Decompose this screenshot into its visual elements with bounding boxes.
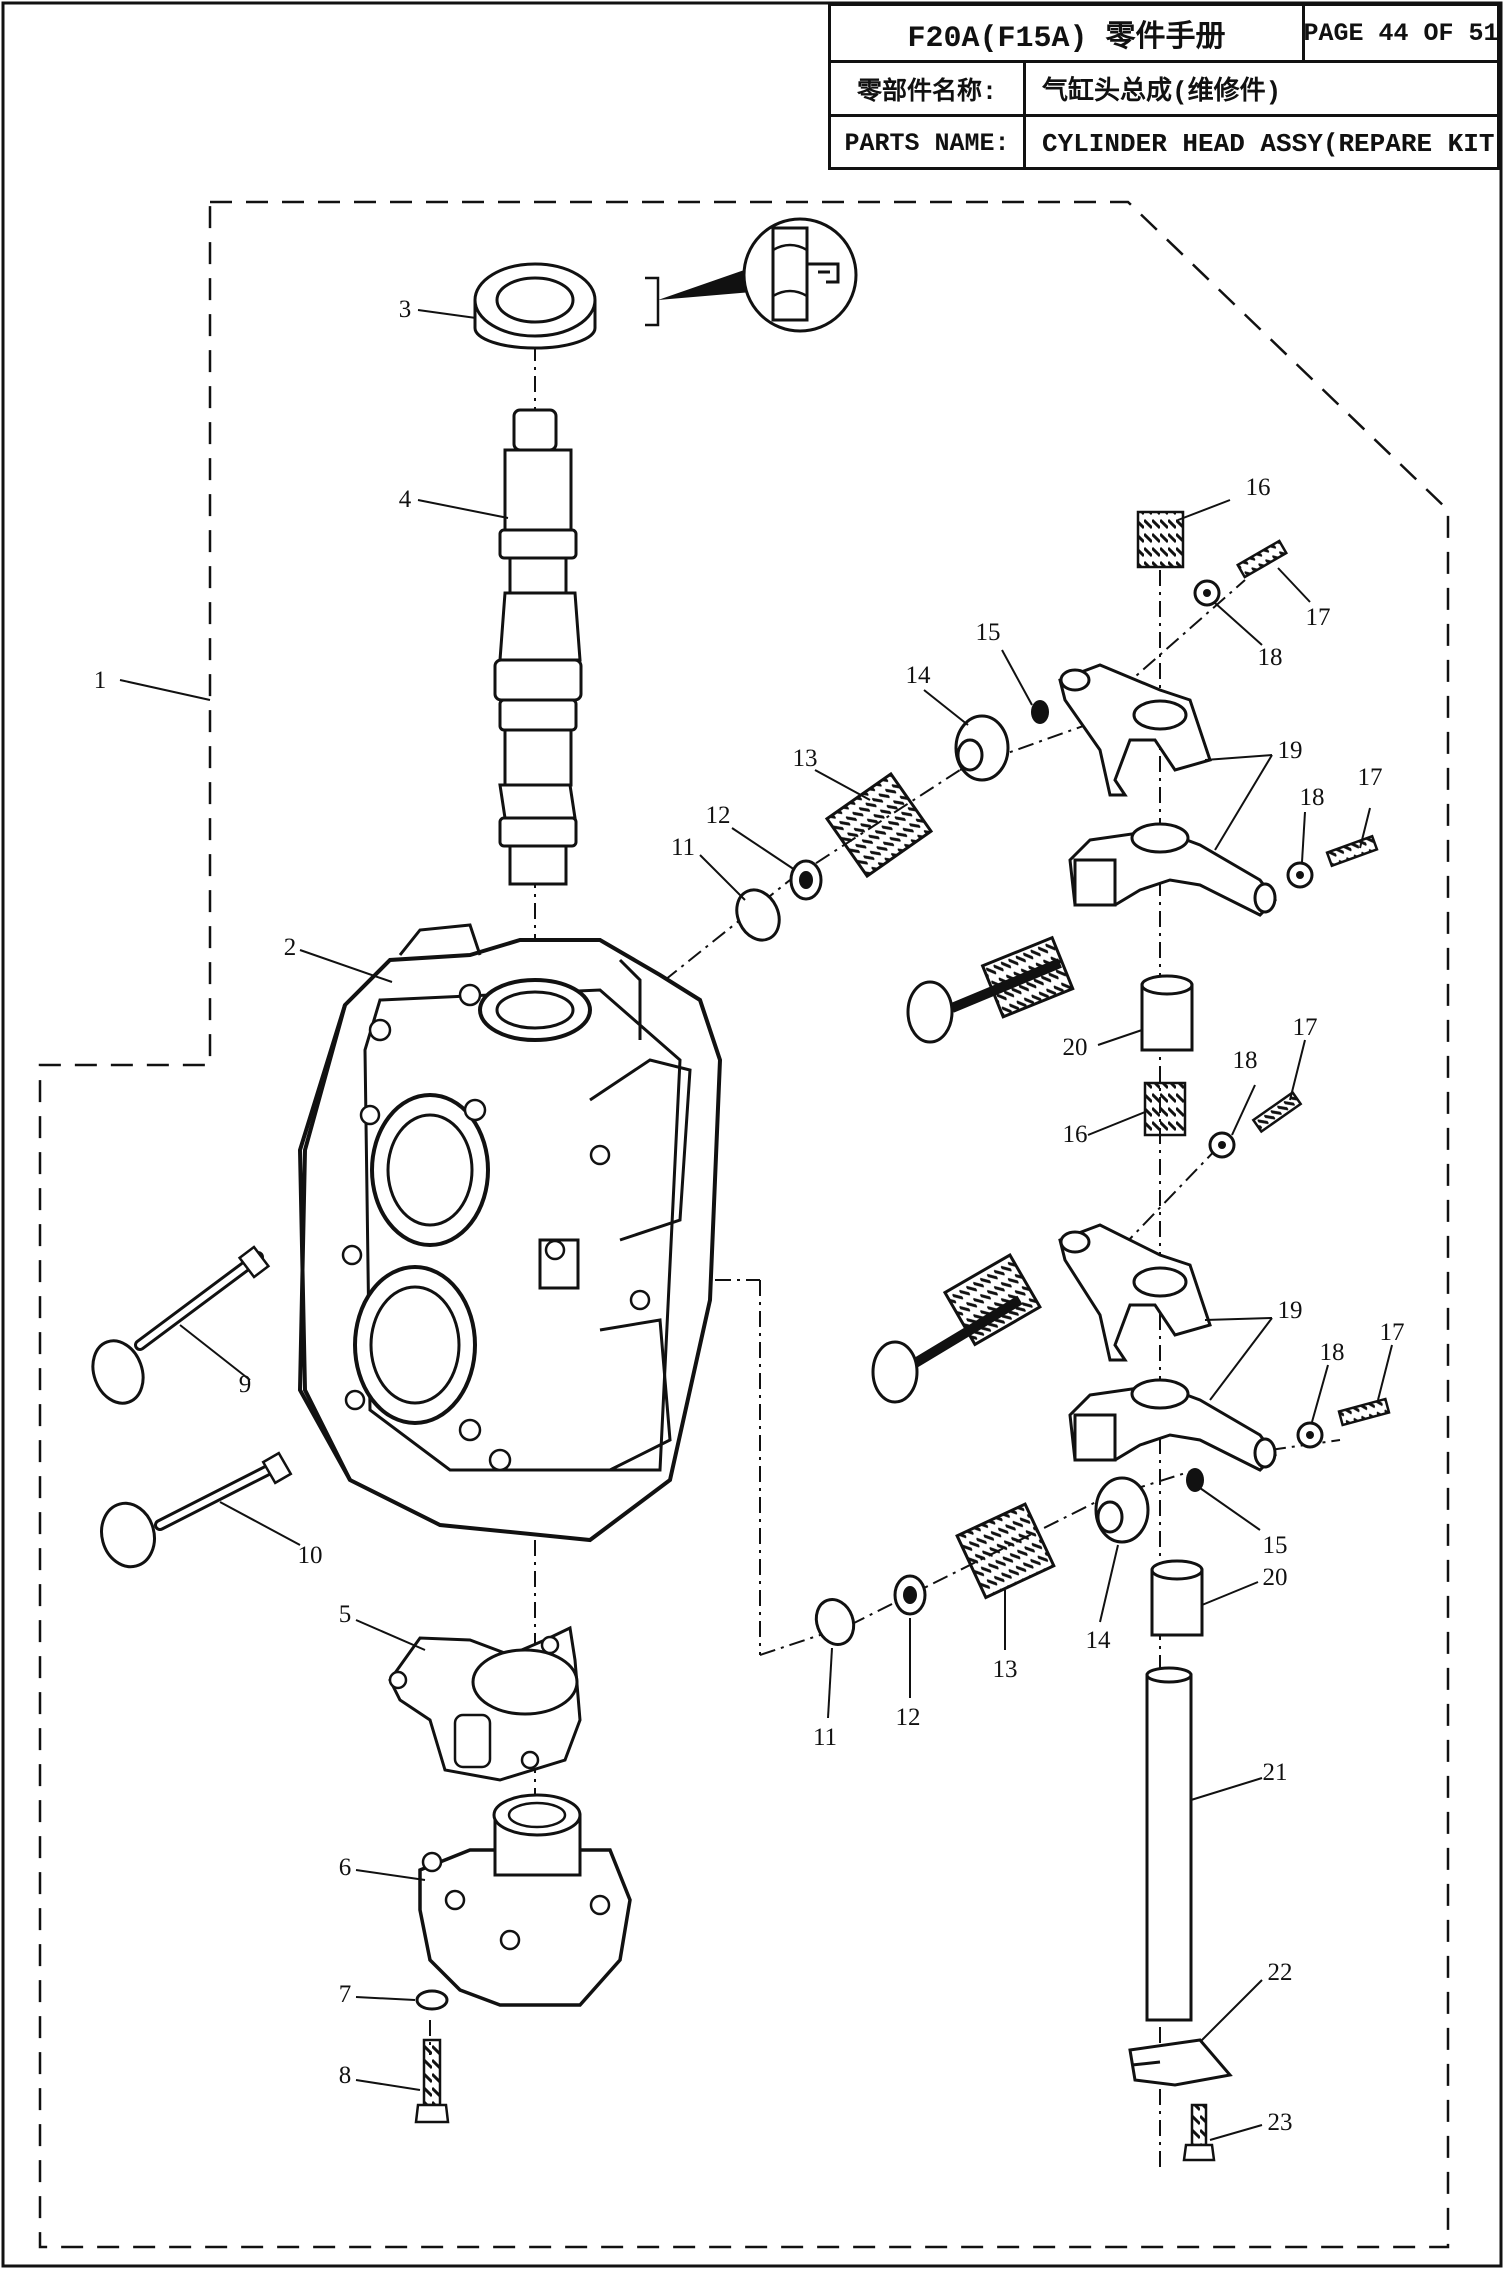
screw-17a	[1236, 539, 1288, 579]
bolt	[414, 2038, 450, 2124]
cylinder-head	[297, 923, 723, 1543]
manual-title: F20A(F15A) 零件手册	[831, 6, 1305, 60]
callout-13a: 13	[793, 745, 818, 772]
callout-5: 5	[339, 1601, 352, 1628]
spring-16a	[1136, 510, 1185, 569]
callout-17a: 17	[1306, 604, 1331, 631]
leader-lines	[119, 309, 1393, 2141]
seal-ring-11a	[735, 888, 781, 942]
callout-9: 9	[239, 1371, 252, 1398]
oil-seal	[473, 262, 597, 350]
rocker-arm-19a	[1058, 663, 1212, 797]
title-row: F20A(F15A) 零件手册 PAGE 44 OF 51	[831, 6, 1497, 63]
callout-18d: 18	[1320, 1339, 1345, 1366]
callout-11b: 11	[813, 1724, 837, 1751]
rocker-arm-19c	[1058, 1223, 1212, 1362]
rocker-arm-19d	[1068, 1378, 1277, 1472]
screw-17d	[1337, 1397, 1391, 1427]
callout-1: 1	[94, 667, 107, 694]
callout-6: 6	[339, 1854, 352, 1881]
screw-23	[1182, 2103, 1216, 2162]
callout-16a: 16	[1246, 474, 1271, 501]
callout-7: 7	[339, 1981, 352, 2008]
callout-10: 10	[298, 1542, 323, 1569]
tappet-20b	[1150, 1559, 1204, 1637]
callout-14a: 14	[906, 662, 932, 689]
callout-numbers: 1 2 3 4 5 6 7 8 9 10 11 12 13 14 15 16 1…	[94, 296, 1405, 2136]
nut-18b	[1286, 861, 1314, 889]
housing	[418, 1793, 632, 2007]
plate	[1128, 2038, 1233, 2087]
washer	[415, 1989, 449, 2011]
name-label-cn: 零部件名称:	[831, 63, 1026, 114]
callout-2: 2	[284, 934, 297, 961]
cotter-15a	[1031, 700, 1049, 724]
detail-callout	[645, 217, 858, 333]
stem-seal-12b	[893, 1574, 927, 1616]
callout-13b: 13	[993, 1656, 1018, 1683]
callout-16b: 16	[1063, 1121, 1088, 1148]
valve-10	[100, 1451, 293, 1569]
title-block: F20A(F15A) 零件手册 PAGE 44 OF 51 零部件名称: 气缸头…	[828, 3, 1500, 170]
valve-spring-13a	[824, 771, 934, 879]
nut-18d	[1296, 1421, 1324, 1449]
valve-spring-13b	[955, 1502, 1056, 1600]
callout-19b: 19	[1278, 1297, 1303, 1324]
cotter-15b	[1186, 1468, 1204, 1492]
callout-12b: 12	[896, 1704, 921, 1731]
callout-19a: 19	[1278, 737, 1303, 764]
stem-seal-12a	[789, 859, 823, 901]
camshaft	[493, 408, 583, 886]
page-label: PAGE 44 OF 51	[1305, 18, 1497, 48]
gasket	[388, 1625, 582, 1782]
cn-name-row: 零部件名称: 气缸头总成(维修件)	[831, 63, 1497, 117]
callout-18b: 18	[1300, 784, 1325, 811]
screw-17b	[1325, 834, 1379, 868]
callout-17b: 17	[1358, 764, 1383, 791]
nut-18a	[1193, 579, 1221, 607]
callout-18c: 18	[1233, 1047, 1258, 1074]
kit-outline	[38, 200, 1450, 2249]
name-label-en: PARTS NAME:	[831, 117, 1026, 170]
callout-3: 3	[399, 296, 412, 323]
callout-18a: 18	[1258, 644, 1283, 671]
callout-11a: 11	[671, 834, 695, 861]
push-rod	[1145, 1666, 1193, 2022]
callout-17d: 17	[1380, 1319, 1405, 1346]
valve-right-b	[871, 1252, 1042, 1404]
rocker-arm-19b	[1068, 822, 1277, 917]
name-value-cn: 气缸头总成(维修件)	[1042, 77, 1282, 107]
seal-ring-11b	[814, 1598, 856, 1646]
callout-14b: 14	[1086, 1627, 1112, 1654]
callout-8: 8	[339, 2062, 352, 2089]
retainer-14a	[954, 714, 1010, 782]
callout-20a: 20	[1063, 1034, 1088, 1061]
callout-15b: 15	[1263, 1532, 1288, 1559]
callout-4: 4	[399, 486, 412, 513]
callout-12a: 12	[706, 802, 731, 829]
tappet-20a	[1140, 974, 1194, 1052]
name-value-en: CYLINDER HEAD ASSY(REPARE KIT)	[1042, 128, 1497, 159]
callout-17c: 17	[1293, 1014, 1318, 1041]
callout-22: 22	[1268, 1959, 1293, 1986]
screw-17c	[1251, 1090, 1303, 1134]
callout-15a: 15	[976, 619, 1001, 646]
retainer-14b	[1094, 1476, 1150, 1544]
valve-right-a	[906, 935, 1075, 1044]
callout-20b: 20	[1263, 1564, 1288, 1591]
valve-9	[91, 1245, 271, 1405]
callout-23: 23	[1268, 2109, 1293, 2136]
nut-18c	[1208, 1131, 1236, 1159]
callout-21: 21	[1263, 1759, 1288, 1786]
spring-16b	[1143, 1081, 1187, 1137]
en-name-row: PARTS NAME: CYLINDER HEAD ASSY(REPARE KI…	[831, 117, 1497, 170]
